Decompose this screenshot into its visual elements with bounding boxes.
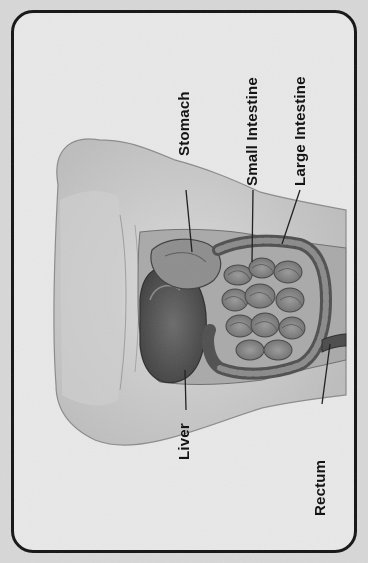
liver-label: Liver [177,423,192,460]
rectum-label: Rectum [313,460,328,516]
stomach-label: Stomach [177,91,192,156]
small-intestine-label: Small Intestine [245,77,260,186]
large-intestine-label: Large Intestine [293,76,308,186]
